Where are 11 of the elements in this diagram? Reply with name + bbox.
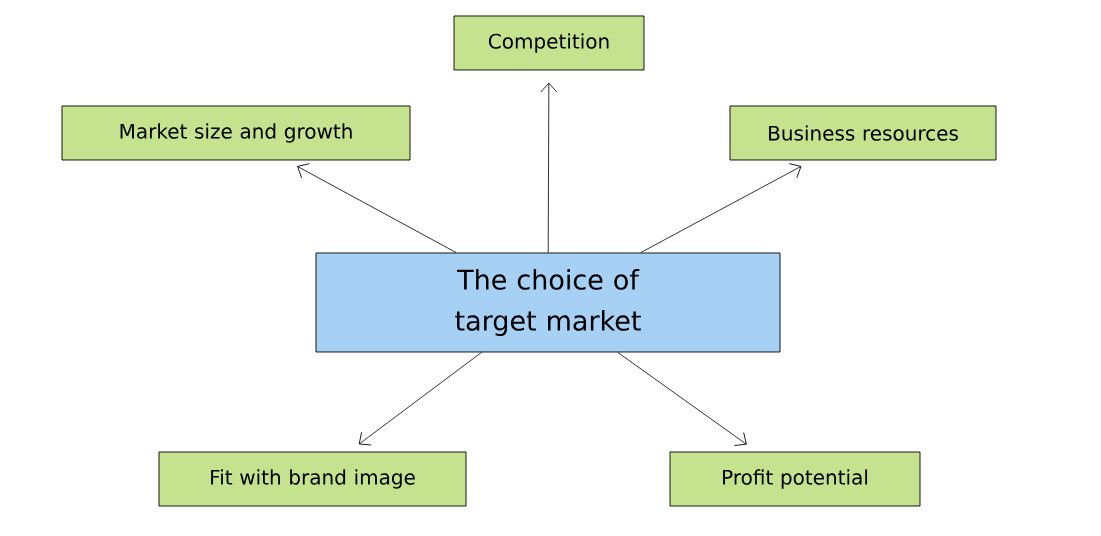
factor-box: Market size and growth: [61, 105, 411, 161]
arrow: [358, 352, 482, 446]
arrow: [540, 82, 558, 253]
arrow: [297, 163, 457, 253]
arrow: [640, 163, 802, 253]
arrow: [617, 352, 747, 446]
factor-box: Fit with brand image: [158, 451, 467, 507]
factor-box: Profit potential: [669, 451, 921, 507]
factor-box: Business resources: [729, 105, 997, 161]
topic-box: The choice of target market: [315, 252, 781, 353]
factor-box: Competition: [453, 15, 645, 71]
